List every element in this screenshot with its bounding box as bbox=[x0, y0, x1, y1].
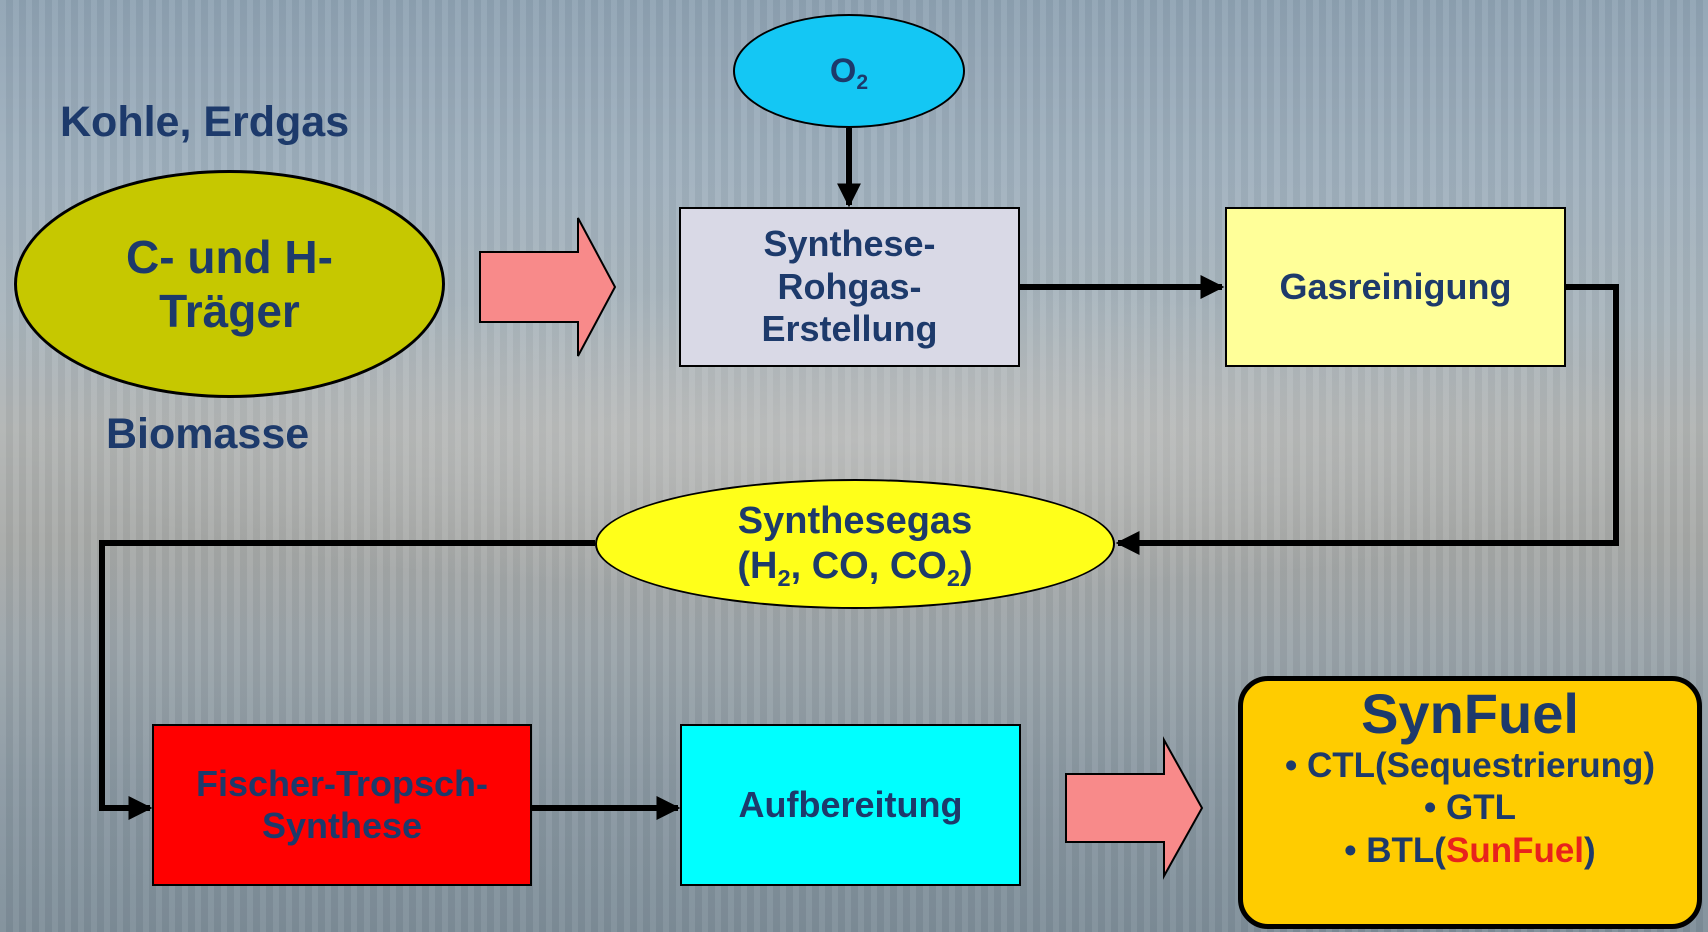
synthesegas-formula: (H2, CO, CO2) bbox=[737, 545, 973, 592]
synthese-line-2: Rohgas- bbox=[777, 265, 922, 307]
synfuel-title: SynFuel bbox=[1361, 682, 1579, 745]
synthesegas-line-1: Synthesegas bbox=[737, 500, 973, 543]
arrow-synthesegas-to-fischer bbox=[99, 540, 595, 820]
synthese-line-3: Erstellung bbox=[761, 308, 938, 350]
node-synthesegas: Synthesegas (H2, CO, CO2) bbox=[595, 479, 1115, 609]
node-source-c-h-traeger: C- und H- Träger bbox=[14, 170, 445, 398]
block-arrow-aufbereitung-to-synfuel bbox=[1065, 736, 1204, 880]
node-gasreinigung: Gasreinigung bbox=[1225, 207, 1566, 367]
gasreinigung-label: Gasreinigung bbox=[1279, 265, 1512, 307]
node-fischer-tropsch-synthese: Fischer-Tropsch- Synthese bbox=[152, 724, 532, 886]
node-synthese-rohgas-erstellung: Synthese- Rohgas- Erstellung bbox=[679, 207, 1020, 367]
synthese-line-1: Synthese- bbox=[763, 223, 936, 265]
source-line-2: Träger bbox=[159, 285, 300, 337]
block-arrow-source-to-synthese bbox=[479, 217, 617, 357]
node-synfuel: SynFuel • CTL(Sequestrierung) • GTL • BT… bbox=[1238, 676, 1702, 929]
fischer-line-1: Fischer-Tropsch- bbox=[195, 762, 489, 804]
aufbereitung-label: Aufbereitung bbox=[738, 783, 963, 825]
synfuel-item-ctl: • CTL(Sequestrierung) bbox=[1284, 745, 1656, 785]
oxygen-formula: O2 bbox=[829, 51, 869, 95]
arrow-gasreinigung-to-synthesegas bbox=[1115, 284, 1619, 555]
label-kohle-erdgas: Kohle, Erdgas bbox=[60, 98, 350, 146]
synfuel-sunfuel-highlight: SunFuel bbox=[1445, 830, 1585, 870]
node-aufbereitung: Aufbereitung bbox=[680, 724, 1021, 886]
source-line-1: C- und H- bbox=[126, 230, 333, 283]
label-biomasse: Biomasse bbox=[106, 410, 310, 458]
synfuel-item-btl: • BTL(SunFuel) bbox=[1344, 830, 1596, 870]
fischer-line-2: Synthese bbox=[261, 805, 423, 846]
synfuel-item-gtl: • GTL bbox=[1424, 788, 1516, 828]
node-oxygen: O2 bbox=[733, 14, 965, 128]
